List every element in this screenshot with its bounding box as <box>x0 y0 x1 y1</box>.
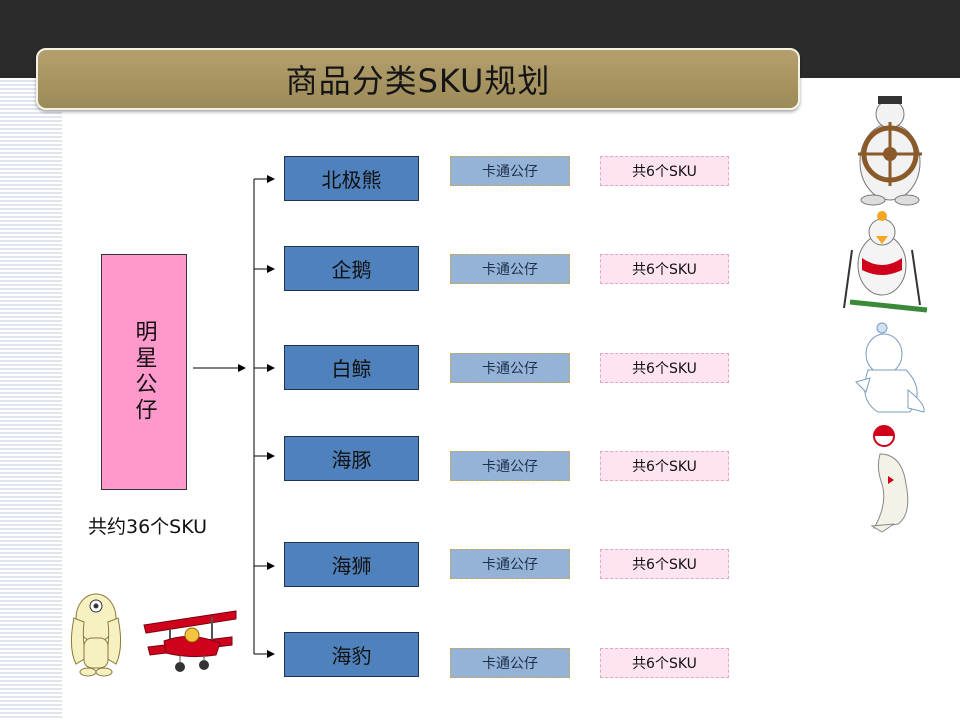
type-box: 卡通公仔 <box>450 549 570 579</box>
type-box: 卡通公仔 <box>450 648 570 678</box>
penguin-skier-mascot-image <box>843 211 928 313</box>
type-box: 卡通公仔 <box>450 451 570 481</box>
category-box-polar-bear: 北极熊 <box>284 156 419 201</box>
category-box-dolphin: 海豚 <box>284 436 419 481</box>
sku-count-box: 共6个SKU <box>600 254 729 284</box>
sku-count-box: 共6个SKU <box>600 451 729 481</box>
category-box-penguin: 企鹅 <box>284 246 419 291</box>
total-sku-text: 共约36个SKU <box>88 516 208 538</box>
type-box: 卡通公仔 <box>450 353 570 383</box>
type-box: 卡通公仔 <box>450 254 570 284</box>
root-category-box: 明星公仔 <box>101 254 187 490</box>
polar-bear-mascot-image <box>858 96 922 206</box>
beluga-mascot-image <box>855 322 925 413</box>
category-box-sea-lion: 海狮 <box>284 542 419 587</box>
page-title: 商品分类SKU规划 <box>285 62 551 100</box>
sku-count-box: 共6个SKU <box>600 156 729 186</box>
title-banner: 商品分类SKU规划 <box>36 48 800 110</box>
left-stripe-pattern <box>0 78 62 720</box>
red-biplane-image <box>143 610 237 672</box>
sku-count-box: 共6个SKU <box>600 648 729 678</box>
category-box-beluga: 白鲸 <box>284 345 419 390</box>
category-box-seal: 海豹 <box>284 632 419 677</box>
type-box: 卡通公仔 <box>450 156 570 186</box>
dolphin-ball-mascot-image <box>870 425 909 533</box>
sku-count-box: 共6个SKU <box>600 353 729 383</box>
sku-count-box: 共6个SKU <box>600 549 729 579</box>
root-category-label: 明星公仔 <box>131 320 157 424</box>
dog-mascot-image <box>70 593 122 677</box>
